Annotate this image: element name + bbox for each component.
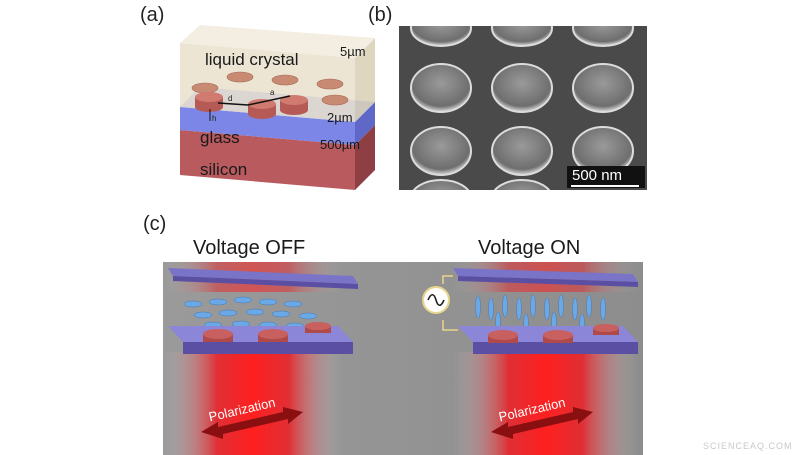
panel-label-a: (a)	[140, 4, 165, 26]
lc-switching-diagram	[163, 262, 643, 455]
sem-micrograph	[399, 26, 647, 190]
panel-label-c: (c)	[143, 213, 167, 235]
silicon-thickness: 500µm	[320, 137, 361, 152]
voltage-off-cell	[163, 262, 358, 455]
nanodisk-grid	[410, 26, 634, 190]
liquid-crystal-label: liquid crystal	[205, 50, 299, 69]
voltage-on-title: Voltage ON	[478, 237, 581, 259]
nanopillar-array	[195, 92, 308, 119]
watermark: SCIENCEAQ.COM	[703, 441, 793, 451]
voltage-on-cell	[442, 262, 638, 455]
glass-thickness: 2µm	[327, 110, 353, 125]
dim-d: d	[228, 94, 232, 103]
ac-source-icon	[422, 286, 450, 314]
panel-label-b: (b)	[368, 4, 393, 26]
dim-a: a	[270, 88, 275, 97]
glass-label: glass	[200, 128, 240, 147]
liquid-crystal-thickness: 5µm	[340, 44, 366, 59]
voltage-off-title: Voltage OFF	[193, 237, 306, 259]
dim-h: h	[212, 114, 216, 123]
scale-bar-label: 500 nm	[572, 167, 623, 184]
metasurface-layer-diagram: d a h	[180, 25, 375, 190]
silicon-label: silicon	[200, 160, 248, 179]
